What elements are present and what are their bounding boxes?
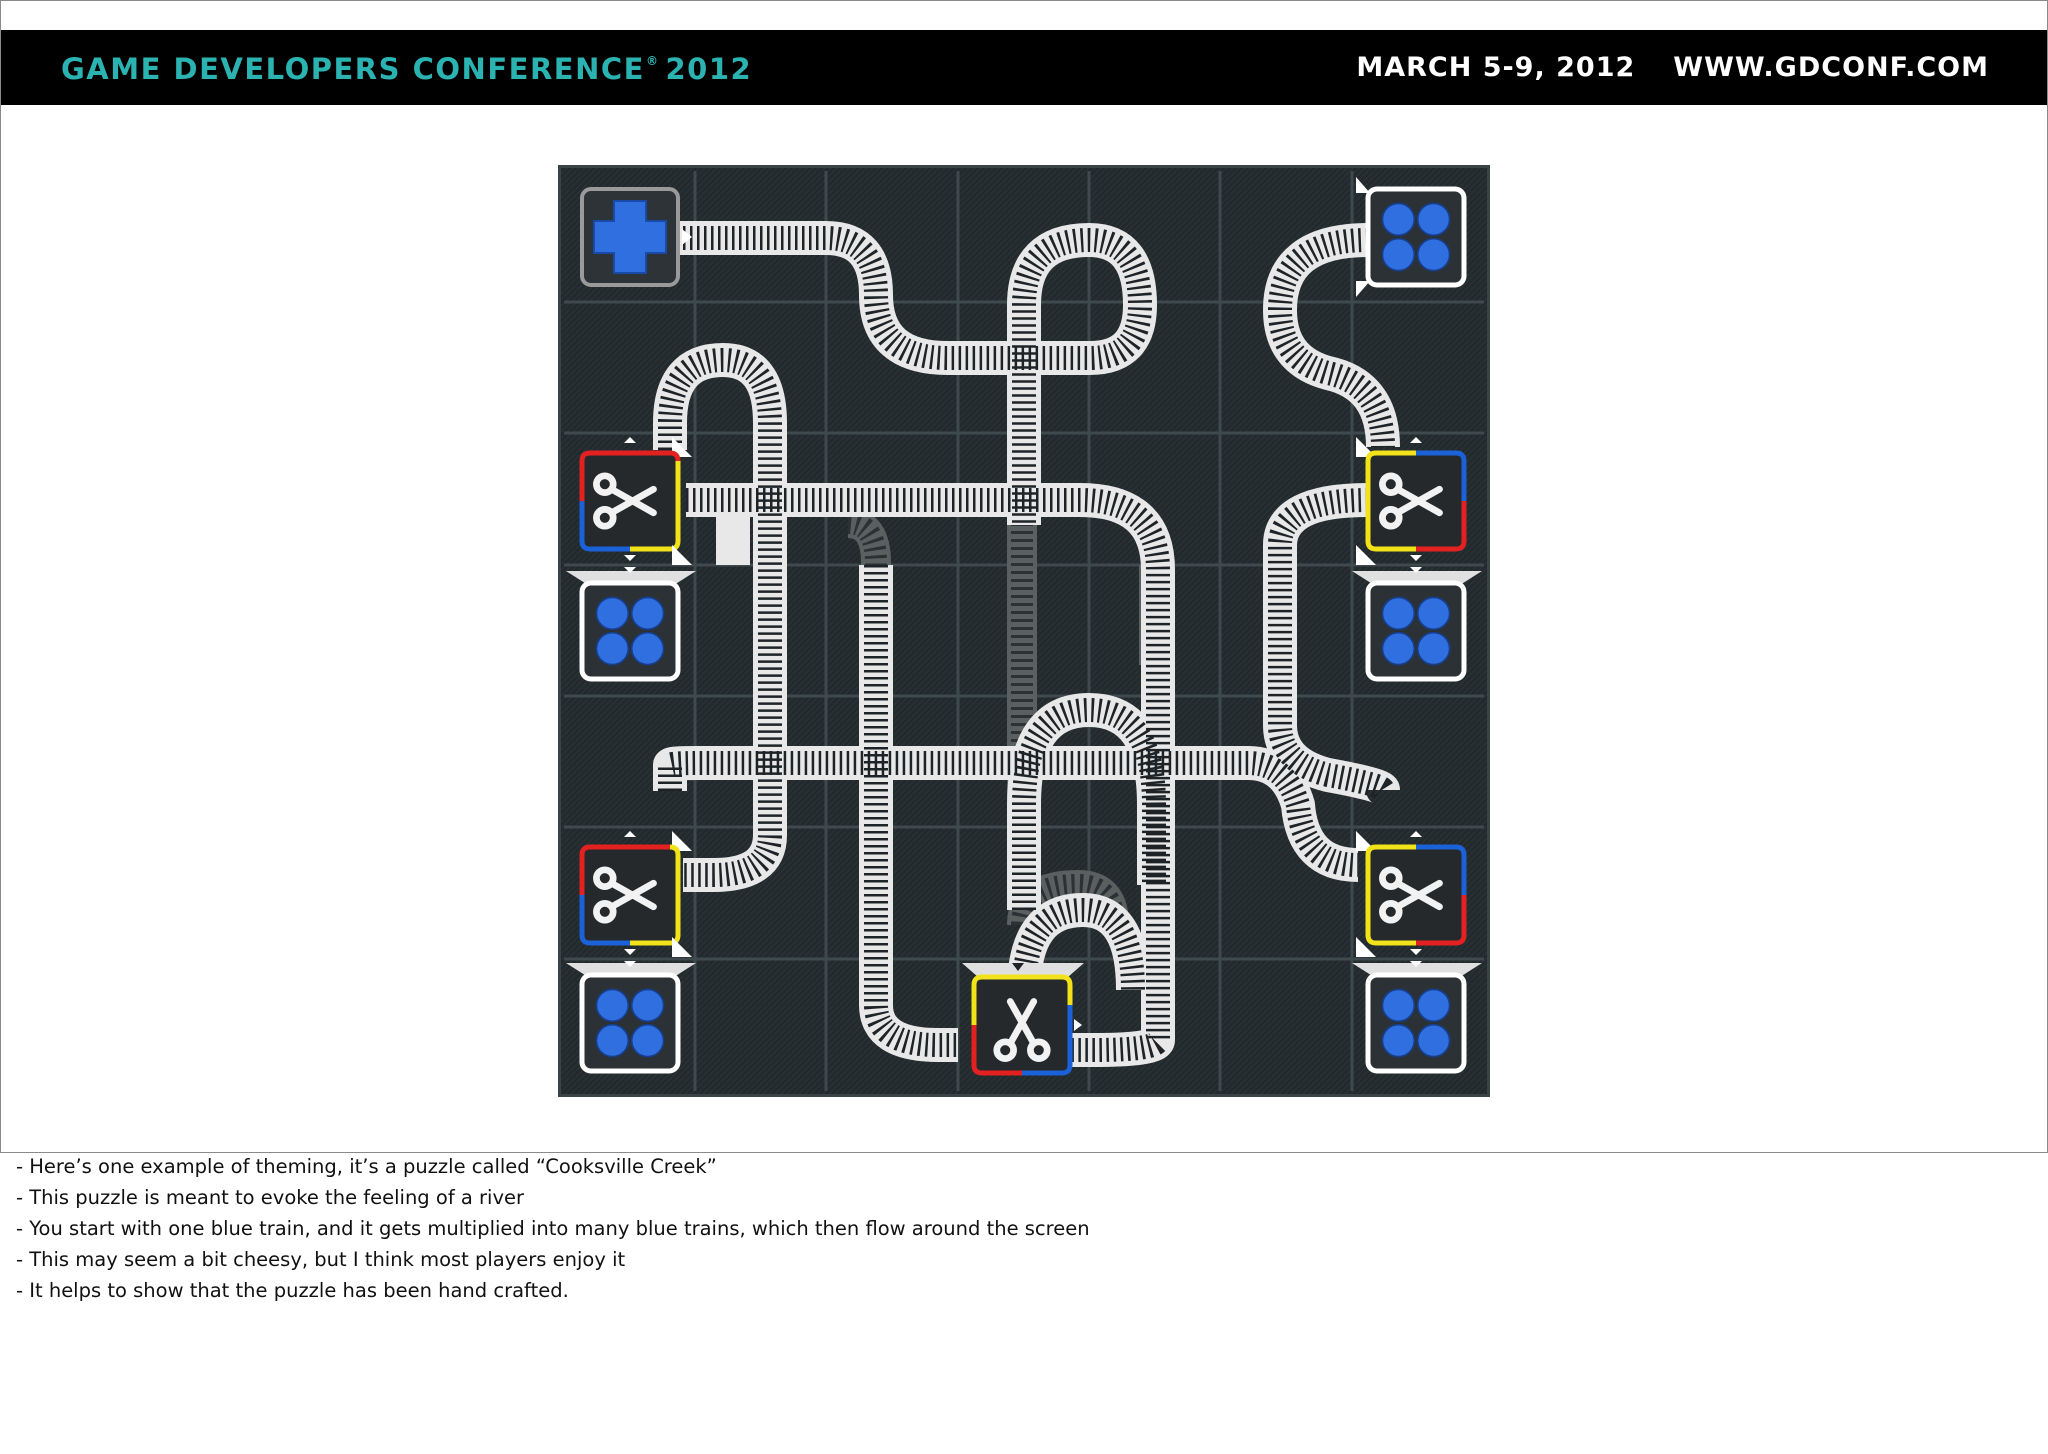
banner-title: GAME DEVELOPERS CONFERENCE® 2012 <box>61 52 752 86</box>
goal-station-left-bottom[interactable] <box>566 963 696 1074</box>
puzzle-board[interactable] <box>558 165 1490 1097</box>
track-layer <box>653 221 1400 1067</box>
splitter-left-lower[interactable] <box>579 831 692 967</box>
note-line: - This puzzle is meant to evoke the feel… <box>16 1186 525 1209</box>
banner-title-text: GAME DEVELOPERS CONFERENCE <box>61 52 645 86</box>
goal-station-right-middle[interactable] <box>1352 571 1482 682</box>
plus-icon <box>593 200 667 274</box>
splitter-right-lower[interactable] <box>1356 831 1467 967</box>
goal-station-left-middle[interactable] <box>566 571 696 682</box>
goal-station-right-bottom[interactable] <box>1352 963 1482 1074</box>
goal-station-top-right[interactable] <box>1356 177 1467 297</box>
note-line: - Here’s one example of theming, it’s a … <box>16 1155 717 1178</box>
splitter-right-upper[interactable] <box>1356 437 1467 573</box>
banner-info: MARCH 5-9, 2012 WWW.GDCONF.COM <box>1318 52 1989 83</box>
rail-ties <box>658 226 1395 1062</box>
note-line: - It helps to show that the puzzle has b… <box>16 1279 569 1302</box>
registered-mark: ® <box>645 54 660 68</box>
banner-dates: MARCH 5-9, 2012 <box>1356 52 1636 83</box>
speaker-notes: - Here’s one example of theming, it’s a … <box>16 1151 1916 1306</box>
splitter-left-upper[interactable] <box>579 437 692 573</box>
conference-banner: GAME DEVELOPERS CONFERENCE® 2012 MARCH 5-… <box>1 30 2047 105</box>
splitter-bottom-center[interactable] <box>962 963 1084 1076</box>
note-line: - You start with one blue train, and it … <box>16 1217 1090 1240</box>
start-station[interactable] <box>580 187 692 287</box>
banner-website: WWW.GDCONF.COM <box>1673 52 1989 83</box>
banner-year: 2012 <box>665 52 753 86</box>
note-line: - This may seem a bit cheesy, but I thin… <box>16 1248 626 1271</box>
